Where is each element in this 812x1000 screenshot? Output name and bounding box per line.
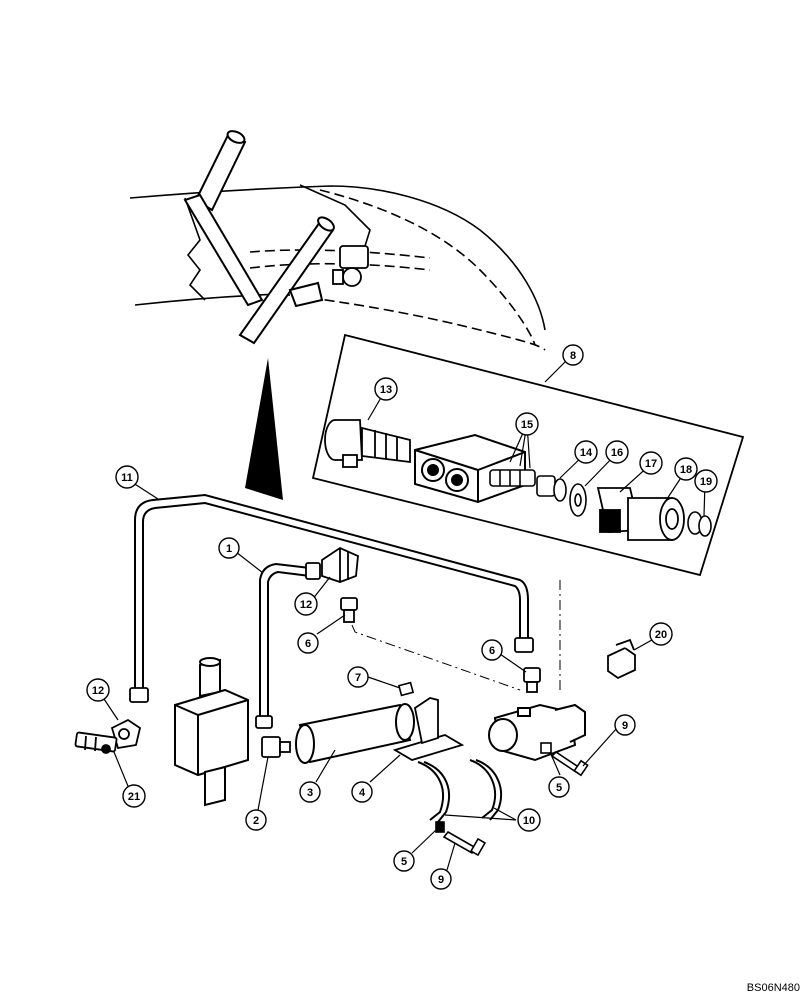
cartridge-15 [489, 469, 536, 487]
elbow-12-upper [321, 546, 359, 583]
svg-text:21: 21 [128, 791, 140, 803]
tube-1-fittings [255, 562, 321, 729]
svg-text:12: 12 [92, 685, 104, 697]
callout-9a: 9 [614, 714, 636, 736]
svg-text:11: 11 [121, 472, 133, 484]
callout-5b: 5 [393, 850, 415, 872]
callout-12b: 12 [86, 678, 110, 702]
nut-7 [397, 681, 415, 697]
callout-9b: 9 [430, 868, 452, 890]
callout-14: 14 [574, 440, 598, 464]
svg-text:14: 14 [580, 447, 593, 459]
strap-10 [417, 759, 502, 823]
hydraulic-tube-11 [134, 493, 529, 690]
svg-text:4: 4 [359, 787, 366, 799]
svg-text:13: 13 [380, 384, 392, 396]
svg-text:9: 9 [438, 874, 444, 886]
svg-text:7: 7 [355, 672, 361, 684]
callout-2: 2 [245, 809, 267, 831]
callout-8: 8 [562, 344, 584, 366]
fitting-6-lower [523, 667, 541, 693]
elbow-12-lower [110, 718, 142, 750]
callout-17: 17 [639, 451, 663, 475]
pointer-wedge [245, 358, 283, 500]
fitting-6-upper [340, 597, 358, 623]
cartridge-14 [536, 475, 567, 502]
callout-19: 19 [694, 469, 718, 493]
bolt-9-lower [442, 830, 487, 857]
callout-7: 7 [347, 666, 369, 688]
coil-18 [627, 497, 685, 541]
svg-text:3: 3 [307, 787, 313, 799]
svg-text:12: 12 [300, 599, 312, 611]
svg-text:5: 5 [401, 856, 407, 868]
valve-block [414, 433, 526, 504]
accumulator-3 [295, 703, 415, 764]
callout-15: 15 [515, 412, 539, 436]
svg-text:17: 17 [645, 458, 657, 470]
svg-text:19: 19 [700, 476, 712, 488]
nut-19 [687, 511, 712, 537]
callout-10: 10 [517, 808, 541, 832]
mounted-switch [332, 245, 369, 287]
washer-16 [569, 483, 587, 517]
svg-text:1: 1 [226, 543, 232, 555]
callout-5a: 5 [548, 776, 570, 798]
valve-body [488, 703, 586, 762]
svg-text:2: 2 [253, 815, 259, 827]
machine-frame [129, 184, 546, 351]
svg-text:16: 16 [611, 447, 623, 459]
callout-3: 3 [299, 781, 321, 803]
callout-11: 11 [115, 465, 139, 489]
pedestal-block [174, 657, 249, 807]
callout-1: 1 [218, 537, 240, 559]
bolt-9-upper [550, 750, 589, 777]
callout-16: 16 [605, 440, 629, 464]
callout-12a: 12 [294, 592, 318, 616]
svg-text:5: 5 [556, 782, 562, 794]
bracket-4 [392, 697, 465, 761]
control-lever-right [238, 216, 335, 345]
callout-6b: 6 [481, 639, 503, 661]
svg-text:10: 10 [523, 815, 535, 827]
callout-21: 21 [122, 784, 146, 808]
svg-text:6: 6 [489, 645, 495, 657]
svg-text:8: 8 [570, 350, 576, 362]
svg-text:15: 15 [521, 419, 533, 431]
nut-5-upper [540, 742, 552, 754]
svg-text:18: 18 [680, 464, 692, 476]
solenoid-coil-13 [324, 419, 411, 468]
fitting-2 [261, 736, 291, 758]
svg-text:20: 20 [655, 629, 667, 641]
alignment-lines [351, 580, 561, 691]
valve-inset-frame [311, 333, 745, 577]
hydraulic-tube-1 [259, 562, 311, 720]
svg-text:9: 9 [622, 720, 628, 732]
callout-18: 18 [674, 457, 698, 481]
tube-11-fittings [129, 637, 534, 703]
callout-4: 4 [351, 781, 373, 803]
relay-20 [607, 638, 636, 680]
figure-code: BS06N480 [746, 982, 800, 994]
control-lever-left [183, 130, 264, 307]
callout-6a: 6 [297, 632, 319, 654]
callout-20: 20 [649, 622, 673, 646]
switch-21 [74, 731, 118, 754]
svg-text:6: 6 [305, 638, 311, 650]
nut-5-lower [435, 821, 445, 833]
callout-13: 13 [374, 377, 398, 401]
